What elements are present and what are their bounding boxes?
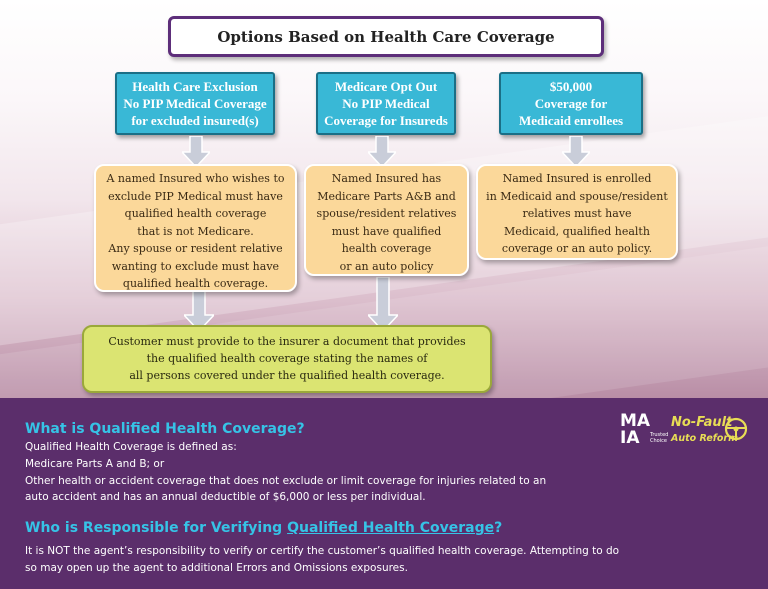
detail-line: in Medicaid and spouse/resident <box>486 189 668 203</box>
detail-line: Medicaid, qualified health <box>504 224 650 238</box>
detail-line: qualified health coverage <box>124 207 267 220</box>
steering-wheel-icon <box>724 417 748 441</box>
option-health-care-exclusion: Health Care Exclusion No PIP Medical Cov… <box>115 72 275 135</box>
info-section <box>0 398 768 589</box>
logo-trusted-choice: Trusted Choice <box>650 432 669 444</box>
responsible-heading-suffix: ? <box>494 520 503 536</box>
detail-line: Named Insured is enrolled <box>502 172 652 185</box>
diagram-title: Options Based on Health Care Coverage <box>168 16 604 57</box>
detail-line: Named Insured has <box>331 172 442 185</box>
responsible-line: It is NOT the agent’s responsibility to … <box>25 545 620 557</box>
responsible-heading-underlined: Qualified Health Coverage <box>287 520 495 536</box>
detail-health-care-exclusion: A named Insured who wishes to exclude PI… <box>94 164 297 292</box>
detail-line: qualified health coverage. <box>122 277 269 290</box>
detail-medicare-opt-out: Named Insured has Medicare Parts A&B and… <box>304 164 469 276</box>
qhc-line: Qualified Health Coverage is defined as: <box>25 441 237 453</box>
logo-ia: IA <box>620 428 640 448</box>
logo-auto-reform: Auto Reform <box>671 433 739 444</box>
detail-line: must have qualified <box>331 224 442 238</box>
detail-medicaid-enrollees: Named Insured is enrolled in Medicaid an… <box>476 164 678 260</box>
qhc-line: Medicare Parts A and B; or <box>25 458 165 470</box>
qhc-line: auto accident and has an annual deductib… <box>25 491 426 503</box>
option-heading-line: Coverage for <box>534 96 608 111</box>
option-medicare-opt-out: Medicare Opt Out No PIP Medical Coverage… <box>316 72 456 135</box>
option-heading-line: Medicaid enrollees <box>518 113 624 128</box>
responsible-heading: Who is Responsible for Verifying Qualifi… <box>25 520 502 536</box>
maia-no-fault-logo: MA IA Trusted Choice No-Fault Auto Refor… <box>620 413 750 457</box>
detail-line: or an auto policy <box>339 259 434 273</box>
logo-no-fault: No-Fault <box>671 415 733 430</box>
responsible-heading-prefix: Who is Responsible for Verifying <box>25 520 288 536</box>
result-line: Customer must provide to the insurer a d… <box>108 335 466 348</box>
detail-line: health coverage <box>341 242 432 255</box>
option-heading-line: Medicare Opt Out <box>334 79 438 94</box>
result-line: the qualified health coverage stating th… <box>146 352 428 365</box>
detail-line: coverage or an auto policy. <box>501 242 653 255</box>
option-heading-line: No PIP Medical Coverage <box>123 96 267 111</box>
detail-line: exclude PIP Medical must have <box>108 189 283 203</box>
detail-line: Medicare Parts A&B and <box>317 189 456 203</box>
option-heading-line: $50,000 <box>549 79 593 94</box>
option-heading-line: Coverage for Insureds <box>324 113 448 128</box>
arrow-down-icon <box>368 136 396 167</box>
option-heading-line: Health Care Exclusion <box>132 79 258 94</box>
option-heading-line: for excluded insured(s) <box>131 113 259 128</box>
arrow-down-icon <box>562 136 590 167</box>
responsible-line: so may open up the agent to additional E… <box>25 562 408 574</box>
logo-ma: MA <box>620 411 651 431</box>
option-medicaid-enrollees: $50,000 Coverage for Medicaid enrollees <box>499 72 643 135</box>
qhc-line: Other health or accident coverage that d… <box>25 475 547 487</box>
detail-line: wanting to exclude must have <box>111 259 280 273</box>
result-line: all persons covered under the qualified … <box>129 369 445 382</box>
option-heading-line: No PIP Medical <box>342 96 430 111</box>
detail-line: relatives must have <box>522 207 632 220</box>
detail-line: that is not Medicare. <box>137 224 254 238</box>
arrow-down-icon <box>184 289 214 331</box>
qhc-heading: What is Qualified Health Coverage? <box>25 421 305 437</box>
detail-line: spouse/resident relatives <box>316 207 457 220</box>
arrow-down-icon <box>182 136 210 167</box>
result-box: Customer must provide to the insurer a d… <box>82 325 492 393</box>
detail-line: Any spouse or resident relative <box>108 242 283 255</box>
arrow-down-icon <box>368 277 398 331</box>
detail-line: A named Insured who wishes to <box>106 172 285 185</box>
